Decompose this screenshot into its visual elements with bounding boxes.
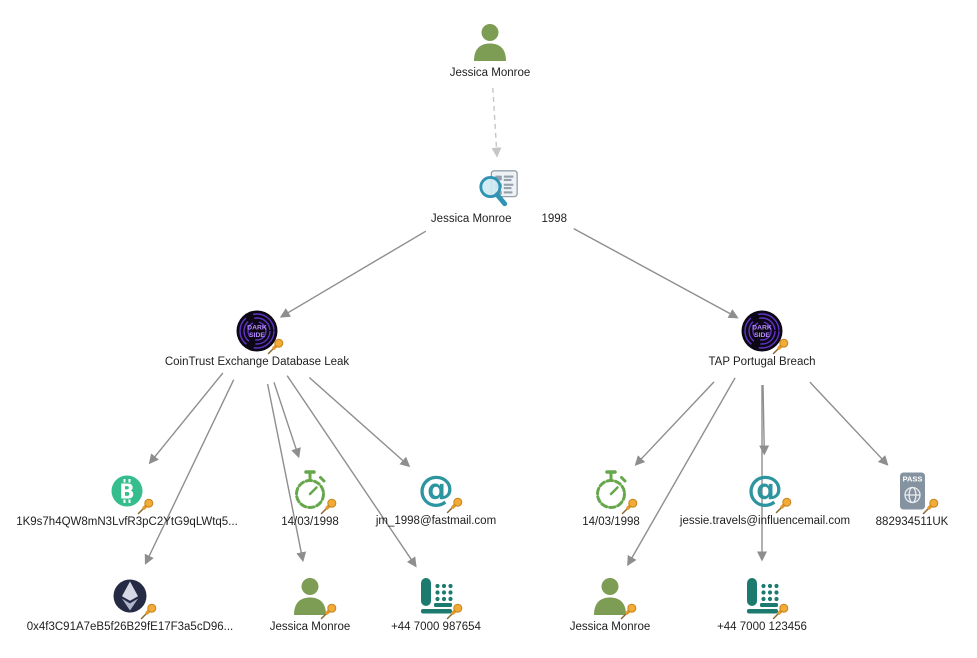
node-label: 14/03/1998 <box>582 516 640 528</box>
pushpin-icon <box>266 337 285 356</box>
graph-edge <box>573 227 739 319</box>
pushpin-icon <box>619 602 638 621</box>
stopwatch-icon[interactable] <box>589 469 633 513</box>
graph-edge <box>279 230 427 318</box>
edge-lines-group <box>144 87 889 568</box>
node-label: +44 7000 123456 <box>717 621 807 633</box>
node-label: CoinTrust Exchange Database Leak <box>165 356 349 368</box>
svg-text:SIDE: SIDE <box>249 332 265 339</box>
graph-edge <box>759 384 770 456</box>
node-label-text: Jessica Monroe <box>569 621 651 633</box>
node-label: 0x4f3C91A7eB5f26B29fE17F3a5cD96... <box>27 621 234 633</box>
graph-edge <box>627 377 736 567</box>
node-label: 1K9s7h4QW8mN3LvfR3pC2YtG9qLWtq5... <box>16 516 238 528</box>
pushpin-icon <box>445 602 464 621</box>
person-icon[interactable] <box>588 574 632 618</box>
node-label: Jessica Monroe <box>570 621 651 633</box>
email-icon[interactable]: @ <box>414 468 458 512</box>
svg-text:@: @ <box>418 469 454 510</box>
phone-icon[interactable] <box>740 574 784 618</box>
node-label-text: +44 7000 987654 <box>391 621 481 633</box>
node-label-text: 882934511UK <box>875 516 949 528</box>
graph-edge <box>308 376 411 468</box>
node-label: jm_1998@fastmail.com <box>376 515 496 527</box>
graph-edge <box>634 381 715 466</box>
node-label: Jessica Monroe <box>270 621 351 633</box>
pushpin-icon <box>319 497 338 516</box>
email-icon[interactable]: @ <box>743 468 787 512</box>
darkweb-icon[interactable]: DARK SIDE <box>235 309 279 353</box>
graph-edge <box>266 383 307 563</box>
node-label: jessie.travels@influencemail.com <box>680 515 850 527</box>
graph-edge <box>491 87 502 158</box>
pushpin-icon <box>139 602 158 621</box>
node-label-text: CoinTrust Exchange Database Leak <box>164 356 350 368</box>
person-icon[interactable] <box>288 574 332 618</box>
svg-text:@: @ <box>747 469 783 510</box>
node-label-text: 14/03/1998 <box>582 516 640 528</box>
graph-edge <box>144 379 235 565</box>
node-label-text: jessie.travels@influencemail.com <box>679 515 851 527</box>
graph-edge <box>809 381 889 466</box>
node-label-secondary: 1998 <box>541 213 568 225</box>
bitcoin-icon[interactable]: B <box>105 469 149 513</box>
node-label-text: Jessica Monroe <box>430 213 512 225</box>
pushpin-icon <box>445 496 464 515</box>
graph-edge <box>273 382 301 459</box>
node-label-text: +44 7000 123456 <box>717 621 807 633</box>
pushpin-icon <box>774 496 793 515</box>
passport-icon[interactable]: PASS <box>890 469 934 513</box>
svg-text:PASS: PASS <box>903 475 923 484</box>
node-label: 882934511UK <box>876 516 949 528</box>
pushpin-icon <box>921 497 940 516</box>
svg-text:SIDE: SIDE <box>754 332 770 339</box>
graph-edge <box>148 372 224 465</box>
node-label-text: jm_1998@fastmail.com <box>375 515 497 527</box>
phone-icon[interactable] <box>414 574 458 618</box>
graph-edge <box>286 375 417 568</box>
node-label-text: 0x4f3C91A7eB5f26B29fE17F3a5cD96... <box>26 621 234 633</box>
node-label-text: Jessica Monroe <box>449 67 531 79</box>
node-label-text: Jessica Monroe <box>269 621 351 633</box>
pushpin-icon <box>771 602 790 621</box>
pushpin-icon <box>136 497 155 516</box>
stopwatch-icon[interactable] <box>288 469 332 513</box>
ethereum-icon[interactable] <box>108 574 152 618</box>
node-label-text: 1K9s7h4QW8mN3LvfR3pC2YtG9qLWtq5... <box>16 516 238 528</box>
pushpin-icon <box>771 337 790 356</box>
pushpin-icon <box>620 497 639 516</box>
node-label: 14/03/1998 <box>281 516 339 528</box>
node-label: Jessica Monroe <box>450 67 531 79</box>
pushpin-icon <box>319 602 338 621</box>
node-label: Jessica Monroe 1998 <box>431 213 567 225</box>
node-label-text: TAP Portugal Breach <box>708 356 816 368</box>
svg-text:B: B <box>119 480 134 504</box>
svg-text:DARK: DARK <box>752 325 772 332</box>
darkweb-icon[interactable]: DARK SIDE <box>740 309 784 353</box>
node-label-text: 14/03/1998 <box>281 516 339 528</box>
node-label: TAP Portugal Breach <box>709 356 816 368</box>
search-icon[interactable] <box>477 166 521 210</box>
svg-text:DARK: DARK <box>247 325 267 332</box>
person-icon[interactable] <box>468 20 512 64</box>
node-label: +44 7000 987654 <box>391 621 481 633</box>
